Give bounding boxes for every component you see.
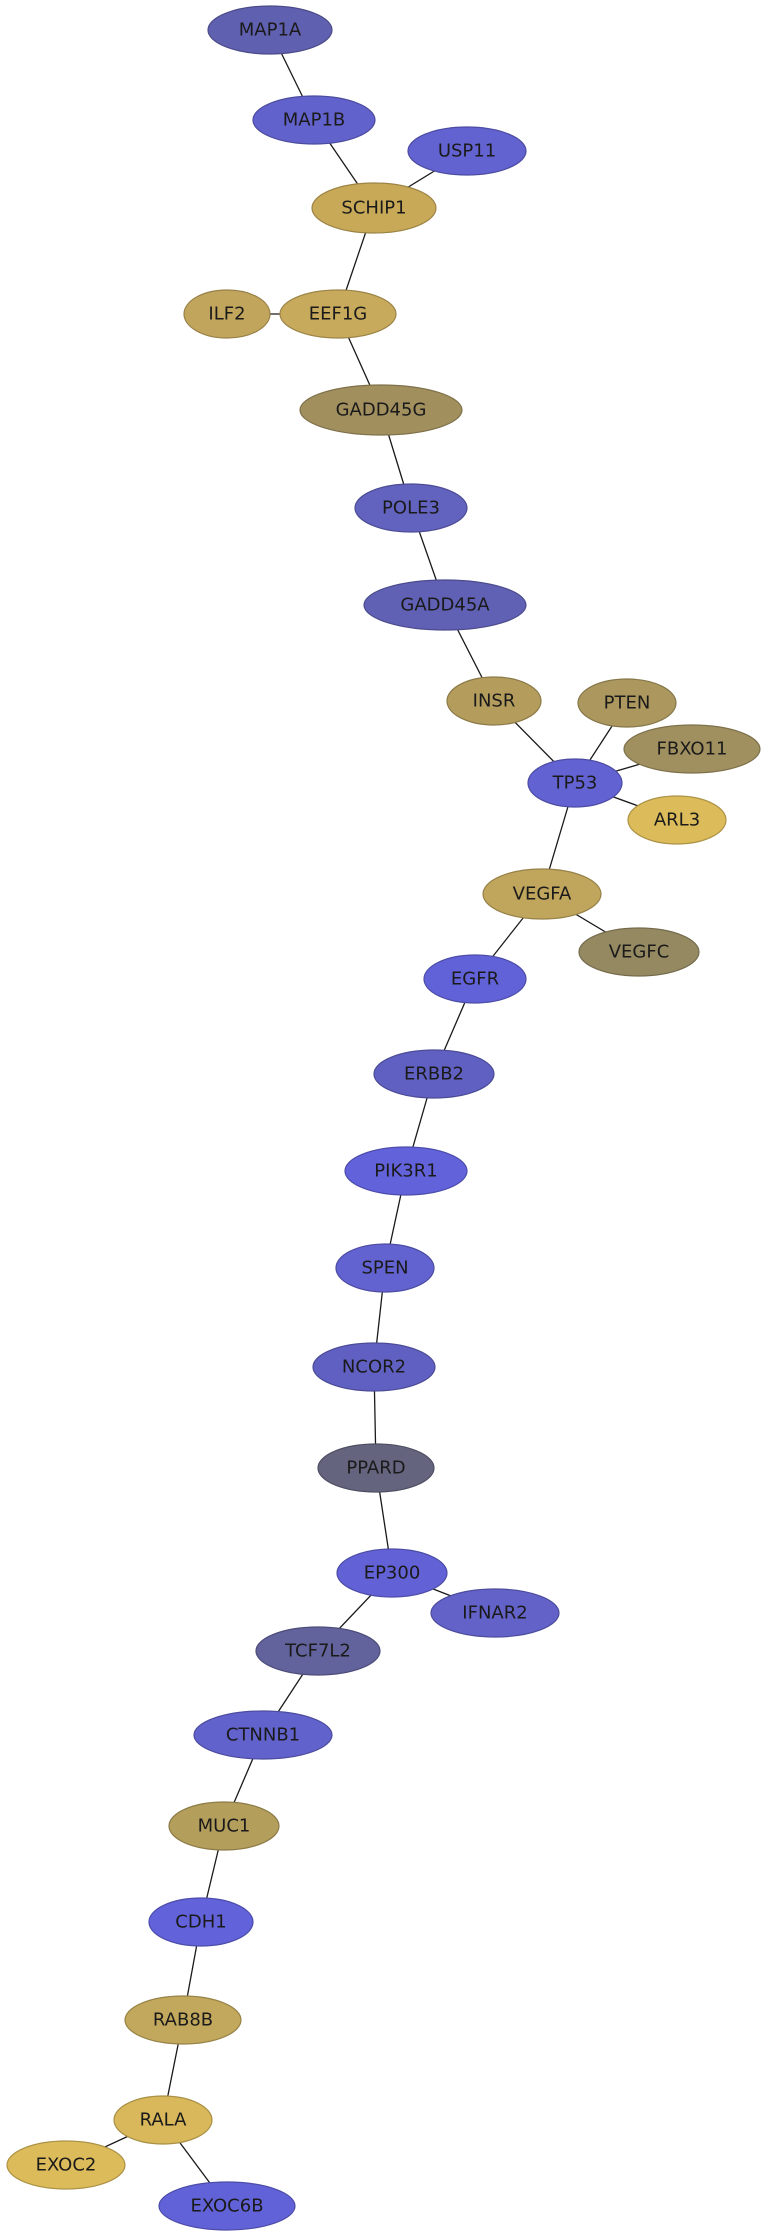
- node-ppard[interactable]: PPARD: [317, 1443, 435, 1493]
- node-label: MAP1A: [239, 20, 302, 41]
- node-label: INSR: [473, 691, 516, 712]
- node-label: VEGFA: [513, 884, 572, 905]
- node-ifnar2[interactable]: IFNAR2: [430, 1588, 560, 1638]
- node-shape: [193, 1710, 333, 1760]
- node-tcf7l2[interactable]: TCF7L2: [255, 1626, 381, 1676]
- node-label: EXOC2: [36, 2155, 97, 2176]
- node-ctnnb1[interactable]: CTNNB1: [193, 1710, 333, 1760]
- node-label: TP53: [552, 773, 598, 794]
- node-label: TCF7L2: [284, 1641, 351, 1662]
- node-shape: [299, 384, 463, 436]
- node-shape: [183, 289, 271, 339]
- node-shape: [363, 579, 527, 631]
- edge-layer: [65, 29, 693, 2207]
- node-label: RAB8B: [153, 2010, 213, 2031]
- node-shape: [578, 927, 700, 977]
- node-shape: [373, 1049, 495, 1099]
- node-egfr[interactable]: EGFR: [423, 954, 527, 1004]
- node-shape: [252, 95, 376, 145]
- node-label: PIK3R1: [374, 1161, 437, 1182]
- node-pik3r1[interactable]: PIK3R1: [344, 1146, 468, 1196]
- node-shape: [6, 2140, 126, 2190]
- node-tp53[interactable]: TP53: [527, 758, 623, 808]
- node-label: PTEN: [604, 693, 651, 714]
- node-shape: [317, 1443, 435, 1493]
- node-pole3[interactable]: POLE3: [354, 483, 468, 533]
- node-shape: [430, 1588, 560, 1638]
- node-shape: [344, 1146, 468, 1196]
- node-ep300[interactable]: EP300: [336, 1548, 448, 1598]
- node-ncor2[interactable]: NCOR2: [312, 1342, 436, 1392]
- node-shape: [207, 5, 333, 55]
- node-shape: [279, 289, 397, 339]
- node-insr[interactable]: INSR: [446, 676, 542, 726]
- node-shape: [623, 724, 761, 774]
- node-eef1g[interactable]: EEF1G: [279, 289, 397, 339]
- node-map1a[interactable]: MAP1A: [207, 5, 333, 55]
- node-shape: [158, 2181, 296, 2231]
- node-label: MAP1B: [283, 110, 346, 131]
- node-label: SCHIP1: [341, 198, 406, 219]
- node-shape: [577, 678, 677, 728]
- node-shape: [311, 182, 437, 234]
- node-label: ERBB2: [404, 1064, 464, 1085]
- node-shape: [407, 126, 527, 176]
- node-fbxo11[interactable]: FBXO11: [623, 724, 761, 774]
- node-shape: [168, 1801, 280, 1851]
- node-label: EXOC6B: [190, 2196, 263, 2217]
- node-pten[interactable]: PTEN: [577, 678, 677, 728]
- node-shape: [148, 1897, 254, 1947]
- node-rala[interactable]: RALA: [113, 2095, 213, 2145]
- node-label: ILF2: [208, 304, 245, 325]
- node-gadd45a[interactable]: GADD45A: [363, 579, 527, 631]
- node-label: IFNAR2: [462, 1603, 527, 1624]
- node-label: MUC1: [198, 1816, 251, 1837]
- node-schip1[interactable]: SCHIP1: [311, 182, 437, 234]
- node-label: CTNNB1: [226, 1725, 300, 1746]
- node-shape: [527, 758, 623, 808]
- node-cdh1[interactable]: CDH1: [148, 1897, 254, 1947]
- node-exoc2[interactable]: EXOC2: [6, 2140, 126, 2190]
- node-exoc6b[interactable]: EXOC6B: [158, 2181, 296, 2231]
- node-shape: [446, 676, 542, 726]
- node-shape: [113, 2095, 213, 2145]
- node-label: USP11: [438, 141, 496, 162]
- node-label: PPARD: [346, 1458, 405, 1479]
- node-label: VEGFC: [609, 942, 670, 963]
- node-shape: [124, 1995, 242, 2045]
- node-spen[interactable]: SPEN: [335, 1243, 435, 1293]
- node-muc1[interactable]: MUC1: [168, 1801, 280, 1851]
- node-label: RALA: [140, 2110, 188, 2131]
- node-shape: [423, 954, 527, 1004]
- node-label: ARL3: [654, 810, 700, 831]
- node-label: EEF1G: [309, 304, 368, 325]
- node-shape: [482, 868, 602, 920]
- node-shape: [255, 1626, 381, 1676]
- node-vegfc[interactable]: VEGFC: [578, 927, 700, 977]
- node-shape: [336, 1548, 448, 1598]
- node-shape: [312, 1342, 436, 1392]
- node-label: EGFR: [451, 969, 499, 990]
- node-label: POLE3: [382, 498, 440, 519]
- node-label: NCOR2: [342, 1357, 406, 1378]
- node-ilf2[interactable]: ILF2: [183, 289, 271, 339]
- node-erbb2[interactable]: ERBB2: [373, 1049, 495, 1099]
- node-rab8b[interactable]: RAB8B: [124, 1995, 242, 2045]
- node-gadd45g[interactable]: GADD45G: [299, 384, 463, 436]
- node-label: SPEN: [361, 1258, 408, 1279]
- node-usp11[interactable]: USP11: [407, 126, 527, 176]
- node-shape: [335, 1243, 435, 1293]
- node-label: EP300: [364, 1563, 421, 1584]
- node-label: CDH1: [175, 1912, 226, 1933]
- node-shape: [354, 483, 468, 533]
- node-label: GADD45A: [400, 595, 490, 616]
- node-label: GADD45G: [336, 400, 427, 421]
- node-label: FBXO11: [657, 739, 728, 760]
- node-shape: [627, 795, 727, 845]
- node-vegfa[interactable]: VEGFA: [482, 868, 602, 920]
- node-arl3[interactable]: ARL3: [627, 795, 727, 845]
- node-map1b[interactable]: MAP1B: [252, 95, 376, 145]
